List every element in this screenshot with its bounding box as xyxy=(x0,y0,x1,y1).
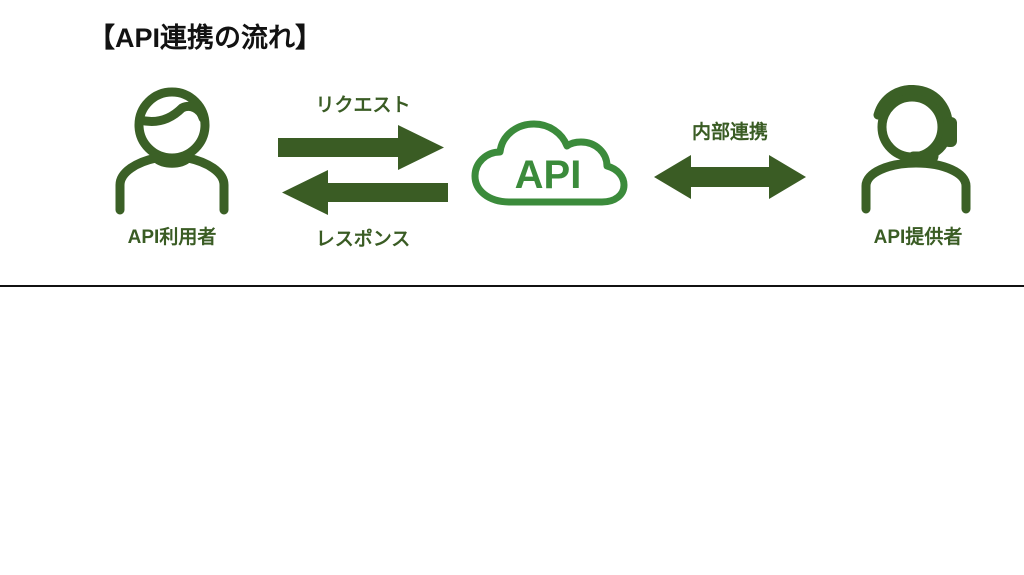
arrow-both-icon xyxy=(650,148,810,206)
caption-api-user: API利用者 xyxy=(127,227,217,248)
section-divider xyxy=(0,285,1024,287)
section-drink-flow: 【ドリンク購入の流れ】 購入者 入金・ドリンクの選択 xyxy=(0,287,1024,575)
label-request: リクエスト xyxy=(315,95,411,116)
person-icon xyxy=(104,82,240,218)
cloud-icon: API xyxy=(468,120,628,210)
label-internal-link-api: 内部連携 xyxy=(691,122,768,143)
arrow-pair-request-response xyxy=(278,125,448,215)
cloud-label: API xyxy=(515,153,582,197)
caption-api-provider: API提供者 xyxy=(873,227,963,248)
arrow-left-icon xyxy=(282,170,448,215)
section-api-flow: 【API連携の流れ】 API利用者 リクエスト xyxy=(0,0,1024,286)
label-response: レスポンス xyxy=(315,229,411,250)
arrow-right-icon xyxy=(278,125,444,170)
headset-operator-icon xyxy=(850,85,986,215)
section-title-api: 【API連携の流れ】 xyxy=(88,23,323,53)
